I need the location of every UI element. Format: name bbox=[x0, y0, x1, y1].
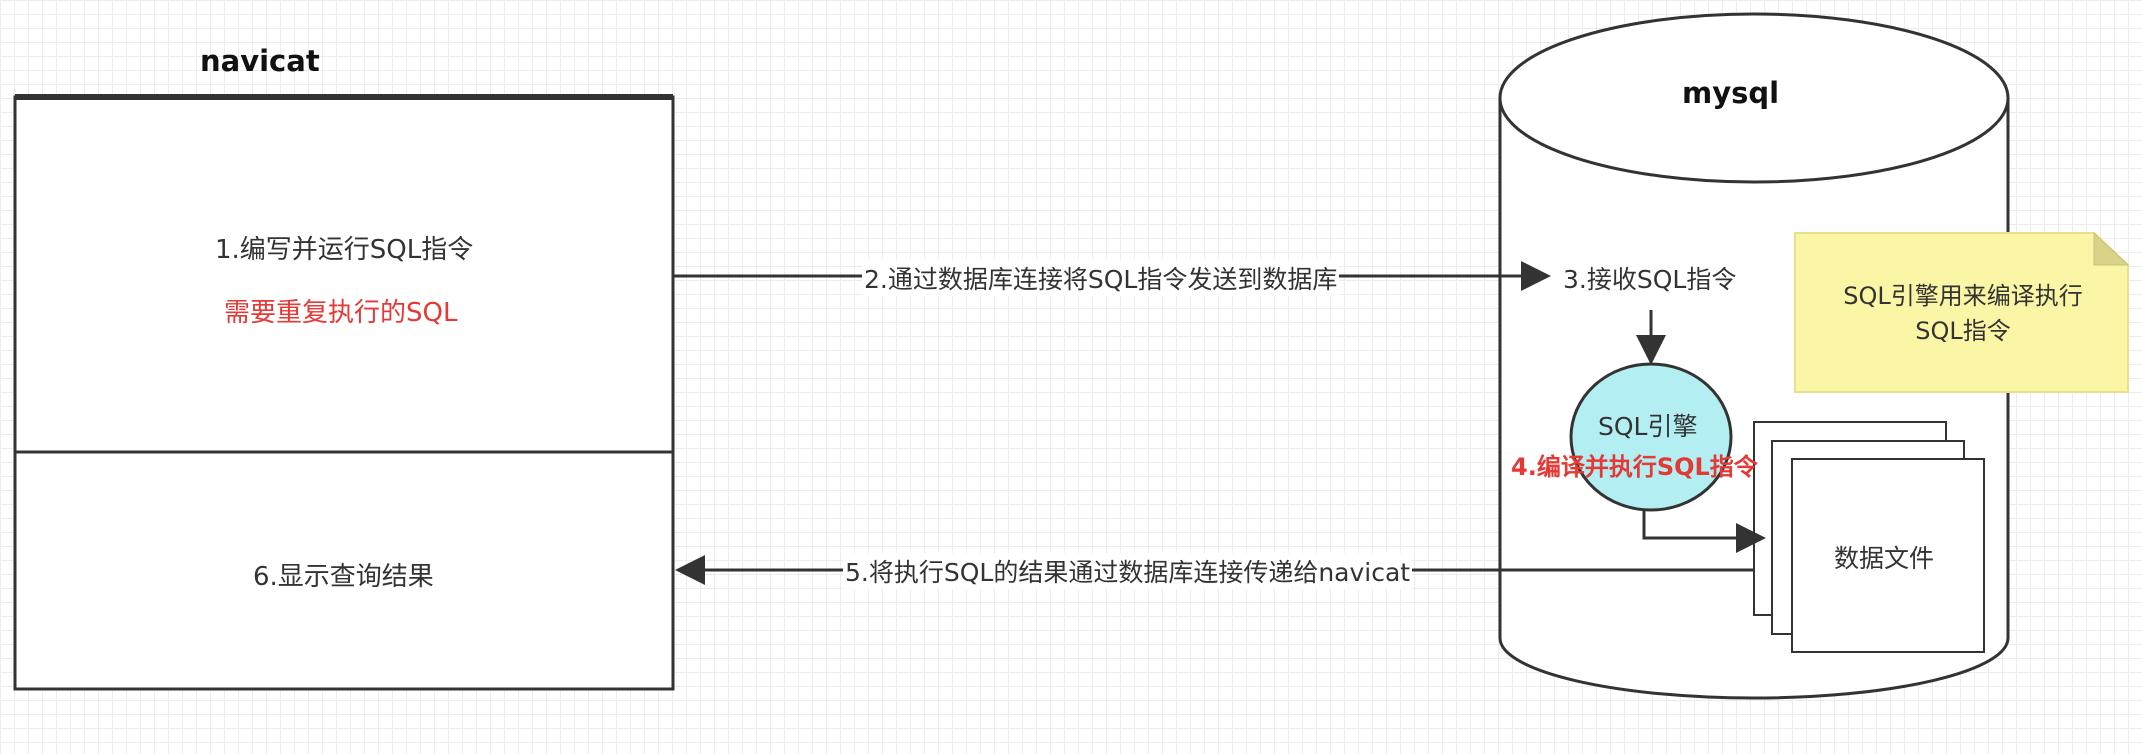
step1-note: 需要重复执行的SQL bbox=[224, 298, 458, 328]
sticky-note-fold bbox=[2093, 231, 2130, 266]
step2-edge-label: 2.通过数据库连接将SQL指令发送到数据库 bbox=[862, 260, 1340, 296]
note-line2: SQL指令 bbox=[1915, 317, 2011, 345]
step4-label: 4.编译并执行SQL指令 bbox=[1511, 453, 1758, 481]
note-line1: SQL引擎用来编译执行 bbox=[1843, 282, 2083, 310]
step5-edge-label: 5.将执行SQL的结果通过数据库连接传递给navicat bbox=[843, 553, 1413, 589]
step1-label: 1.编写并运行SQL指令 bbox=[215, 235, 474, 265]
navicat-container bbox=[13, 95, 675, 691]
data-file-sheet-front bbox=[1791, 458, 1985, 653]
navicat-title: navicat bbox=[200, 44, 320, 78]
mysql-cylinder-top bbox=[1498, 12, 2010, 184]
mysql-title: mysql bbox=[1682, 76, 1780, 110]
step3-label: 3.接收SQL指令 bbox=[1563, 265, 1737, 294]
sql-engine-label: SQL引擎 bbox=[1598, 412, 1698, 441]
data-files-label: 数据文件 bbox=[1834, 544, 1935, 573]
edge-engine-to-files-arrow bbox=[1642, 510, 1766, 553]
step6-label: 6.显示查询结果 bbox=[253, 562, 434, 592]
sticky-note bbox=[1794, 232, 2129, 393]
